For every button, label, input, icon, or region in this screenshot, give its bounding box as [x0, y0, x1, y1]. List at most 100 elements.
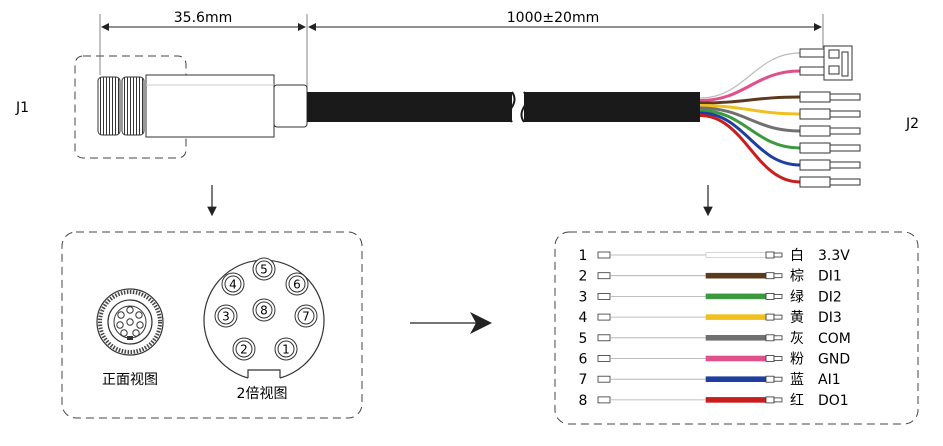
- ferrule-terminal: [799, 91, 831, 103]
- pin-ring-7: [297, 307, 315, 325]
- pin-number-7: 7: [302, 310, 310, 324]
- pinout-right-terminal: [765, 251, 775, 259]
- pin-ring-2: [235, 340, 253, 358]
- ferrule-tip: [829, 178, 861, 186]
- front-pin: [126, 306, 134, 314]
- pinout-color-name: 绿: [790, 289, 804, 305]
- fan-wire-3: [699, 109, 801, 150]
- pinout-pin-number: 5: [579, 331, 588, 347]
- ferrule-terminal: [799, 142, 831, 154]
- j2-housing: [823, 45, 853, 81]
- pinout-color-name: 粉: [790, 352, 804, 368]
- pinout-color-name: 灰: [790, 331, 804, 347]
- pinout-right-terminal: [765, 355, 775, 362]
- pin-ring-1: [277, 340, 295, 358]
- front-pin: [135, 311, 143, 319]
- pinout-pin-number: 2: [579, 269, 588, 285]
- pinout-signal: COM: [818, 331, 851, 347]
- dimension-cable-length: 1000±20mm: [308, 10, 824, 48]
- pinout-left-terminal: [597, 251, 611, 259]
- fan-wire-4: [699, 104, 801, 116]
- pinout-signal: 3.3V: [818, 248, 850, 264]
- ferrule-terminal: [799, 125, 831, 137]
- pinout-colored-wire: [705, 272, 767, 279]
- front-pin: [126, 318, 134, 326]
- ferrule-tip: [829, 93, 861, 101]
- fan-wire-5: [699, 106, 801, 133]
- pinout-pin-number: 1: [579, 248, 588, 264]
- double-view-label: 2倍视图: [237, 386, 288, 402]
- pinout-color-name: 黄: [790, 309, 804, 326]
- pinout-colored-wire: [705, 293, 767, 300]
- pinout-left-terminal: [597, 313, 611, 321]
- pinout-colored-wire: [705, 397, 767, 403]
- pinout-color-name: 棕: [790, 269, 804, 285]
- housing-terminal: [799, 66, 825, 76]
- connector-length-label: 35.6mm: [174, 10, 232, 26]
- pinout-left-terminal: [597, 396, 611, 404]
- pinout-color-name: 红: [790, 393, 804, 409]
- pinout-left-terminal: [597, 334, 611, 342]
- fan-wire-7: [699, 111, 801, 167]
- ferrule-tip: [829, 110, 861, 118]
- pin-number-8: 8: [260, 304, 268, 318]
- cable-length-label: 1000±20mm: [507, 10, 599, 26]
- pinout-colored-wire: [705, 376, 767, 383]
- pinout-left-terminal: [597, 272, 611, 280]
- pinout-colored-wire: [705, 252, 767, 258]
- j1-label: J1: [15, 100, 29, 116]
- pinout-pin-number: 7: [579, 372, 588, 388]
- front-view: [96, 288, 164, 356]
- pinout-right-tip: [773, 273, 783, 279]
- pinout-right-terminal: [765, 396, 775, 404]
- ferrule-terminal: [799, 108, 831, 120]
- fan-wire-1: [699, 52, 801, 99]
- pin-ring-3: [217, 307, 235, 325]
- front-pin: [120, 329, 128, 337]
- front-pin: [132, 329, 140, 337]
- pinout-right-terminal: [765, 292, 775, 300]
- pinout-box: [554, 231, 919, 425]
- pinout-row-5: 5 灰 COM: [579, 331, 851, 347]
- pin-number-3: 3: [222, 310, 230, 324]
- front-pin: [117, 311, 125, 319]
- pinout-left-terminal: [597, 292, 611, 300]
- ferrule-tip: [829, 161, 861, 169]
- pin-ring-6: [288, 275, 306, 293]
- fan-wire-2: [699, 95, 801, 105]
- views-box: [61, 231, 363, 419]
- pinout-right-tip: [773, 356, 783, 361]
- pinout-signal: GND: [818, 352, 850, 368]
- right-arrow: [410, 312, 492, 334]
- pinout-pin-number: 4: [579, 310, 588, 326]
- pinout-pin-number: 8: [579, 393, 588, 409]
- pinout-signal: AI1: [818, 372, 841, 388]
- housing-terminal: [799, 48, 825, 58]
- pin-number-1: 1: [282, 343, 290, 357]
- dimension-connector-length: 35.6mm: [99, 10, 308, 90]
- pinout-right-tip: [773, 252, 783, 258]
- pin-ring-8: [255, 301, 273, 319]
- pinout-signal: DI2: [818, 289, 842, 305]
- pin-number-5: 5: [260, 263, 268, 277]
- j1-connector: [97, 74, 308, 138]
- cable-body: [307, 91, 700, 123]
- pinout-right-tip: [773, 314, 783, 320]
- pinout-left-terminal: [597, 355, 611, 362]
- pin-ring-5: [255, 260, 273, 278]
- wire-fanout: [699, 48, 861, 188]
- pinout-right-tip: [773, 293, 783, 299]
- ferrule-terminal: [799, 159, 831, 171]
- fan-wire-8: [699, 114, 801, 184]
- pinout-right-terminal: [765, 334, 775, 342]
- front-pin: [136, 321, 144, 329]
- pinout-right-tip: [773, 376, 783, 382]
- ferrule-terminal: [799, 176, 831, 188]
- pinout-right-terminal: [765, 375, 775, 383]
- fan-wire-6: [699, 69, 801, 102]
